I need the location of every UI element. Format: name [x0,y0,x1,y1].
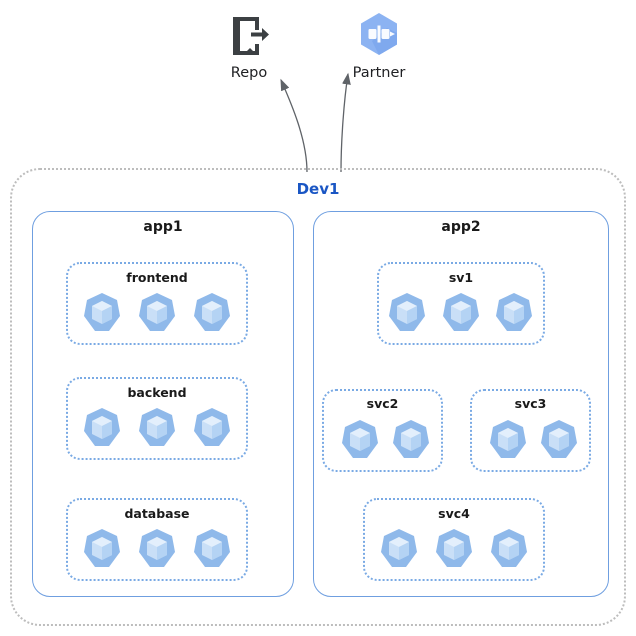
pod-icon[interactable] [392,419,430,465]
pod-icon[interactable] [193,292,231,338]
pod-icon[interactable] [138,407,176,453]
pod-icon[interactable] [388,292,426,338]
pod-icon[interactable] [380,528,418,574]
environment-label-dev1: Dev1 [296,180,340,198]
external-node-partner[interactable]: Partner [324,10,434,82]
service-label-svc3: svc3 [514,396,547,411]
service-label-svc4: svc4 [438,506,470,521]
partner-hexagon-icon [324,10,434,62]
pod-icon[interactable] [341,419,379,465]
external-node-label: Repo [230,65,268,81]
service-label-backend: backend [127,385,187,400]
service-label-svc2: svc2 [366,396,399,411]
pod-icon[interactable] [193,528,231,574]
connector-dev1-to-partner [340,72,351,173]
external-node-repo[interactable]: Repo [194,10,304,82]
pod-icon[interactable] [193,407,231,453]
pod-icon[interactable] [83,407,121,453]
pod-icon[interactable] [83,292,121,338]
pod-icon[interactable] [83,528,121,574]
pod-icon[interactable] [435,528,473,574]
pod-icon[interactable] [138,292,176,338]
pod-icon[interactable] [540,419,578,465]
pod-icon[interactable] [442,292,480,338]
service-label-sv1: sv1 [448,270,474,285]
repo-icon [194,10,304,62]
pod-icon[interactable] [490,528,528,574]
application-label-app2: app2 [441,219,481,235]
pod-icon[interactable] [138,528,176,574]
application-label-app1: app1 [143,219,183,235]
service-label-database: database [124,506,190,521]
connector-dev1-to-repo [280,78,308,173]
pod-icon[interactable] [489,419,527,465]
pod-icon[interactable] [495,292,533,338]
service-label-frontend: frontend [126,270,188,285]
environment-dev1[interactable] [10,168,626,626]
external-node-label: Partner [352,65,406,81]
